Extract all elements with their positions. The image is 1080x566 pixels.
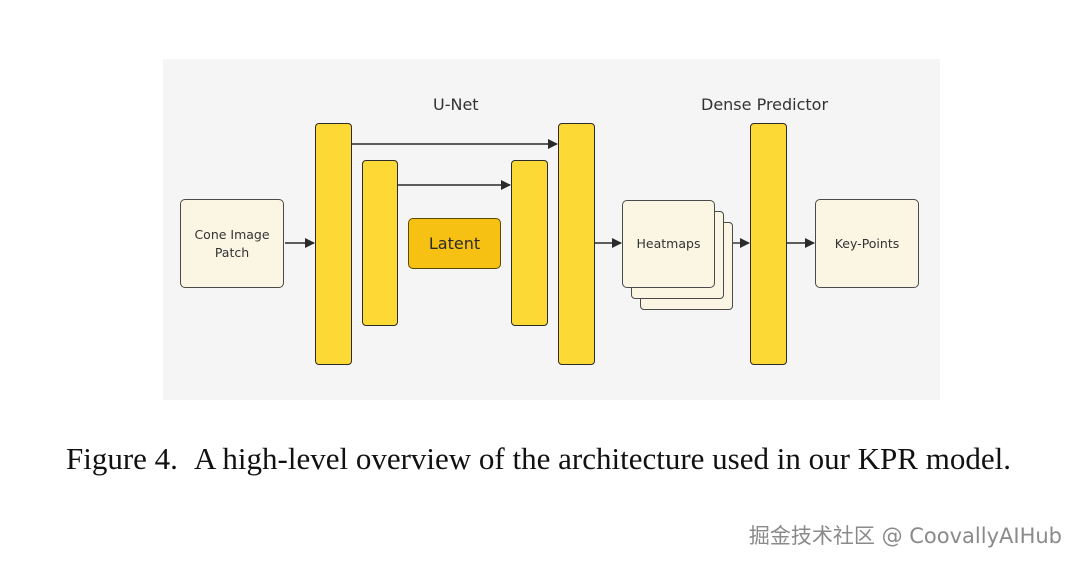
figure-number: Figure 4. [66, 441, 178, 476]
figure-caption: Figure 4. A high-level overview of the a… [66, 440, 1036, 477]
unet-encoder-bar-inner [362, 160, 398, 326]
latent-box: Latent [408, 218, 501, 269]
keypoints-box: Key-Points [815, 199, 919, 288]
input-box-cone-image-patch: Cone Image Patch [180, 199, 284, 288]
input-label-line1: Cone Image [194, 227, 270, 242]
unet-label: U-Net [433, 95, 479, 114]
watermark: 掘金技术社区 @ CoovallyAIHub [748, 524, 1062, 548]
diagram-panel [163, 59, 940, 400]
input-label-line2: Patch [214, 244, 250, 260]
unet-encoder-bar-outer [315, 123, 352, 365]
unet-decoder-bar-inner [511, 160, 548, 326]
unet-decoder-bar-outer [558, 123, 595, 365]
dense-predictor-bar [750, 123, 787, 365]
dense-predictor-label: Dense Predictor [701, 95, 829, 114]
heatmaps-box: Heatmaps [622, 200, 715, 288]
caption-text: A high-level overview of the architectur… [193, 441, 1011, 476]
